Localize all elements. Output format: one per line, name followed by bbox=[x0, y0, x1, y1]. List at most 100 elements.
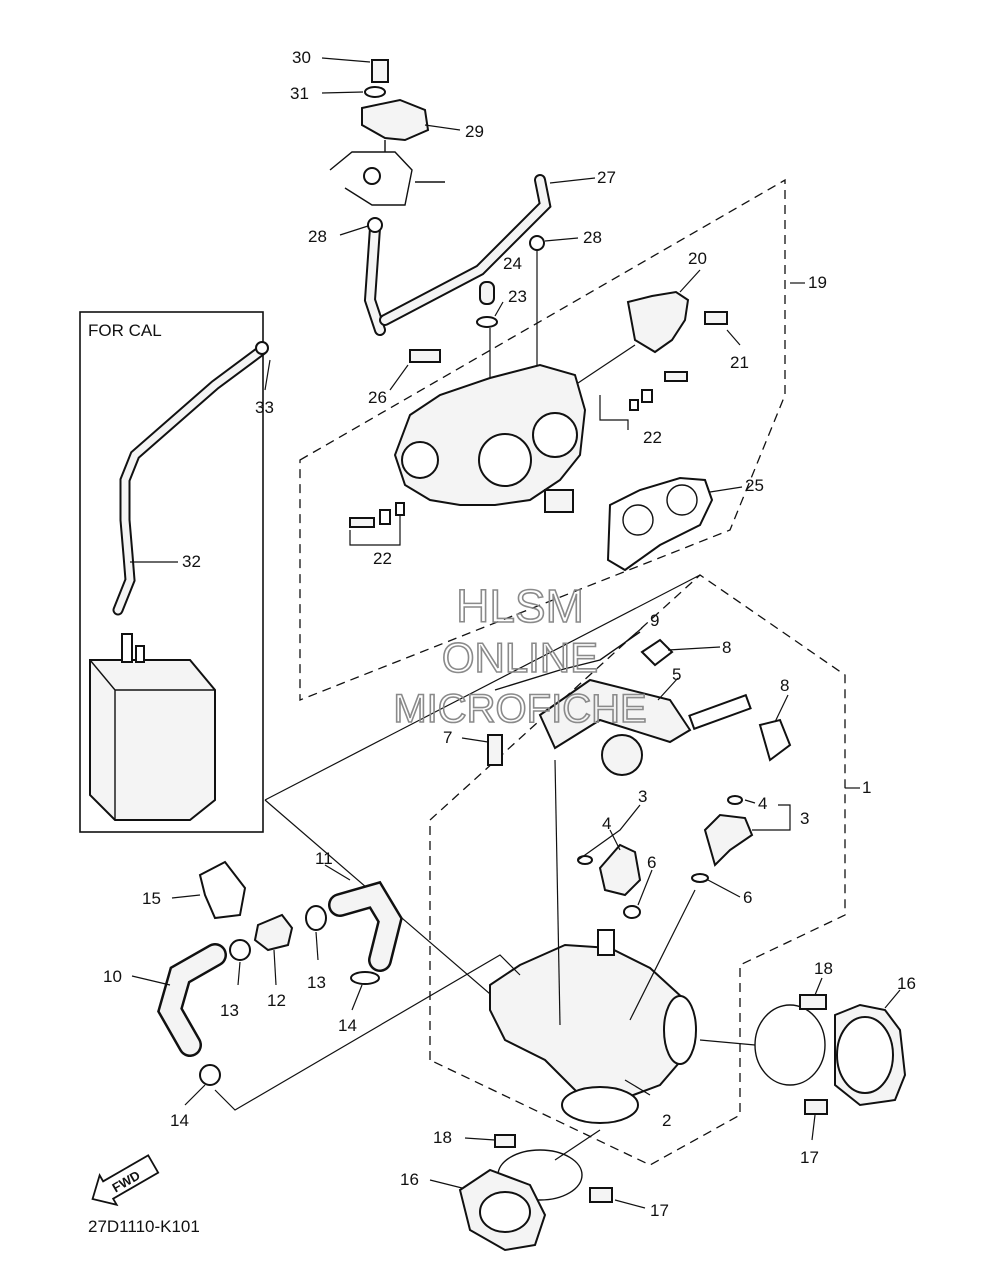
manifold-nipple bbox=[597, 929, 615, 956]
injector-oring-left-top bbox=[577, 855, 593, 865]
hose-clamp-right bbox=[754, 1004, 826, 1086]
fuel-pipe bbox=[688, 693, 752, 731]
callout-15: 15 bbox=[142, 889, 161, 908]
callout-27: 27 bbox=[597, 168, 616, 187]
cap bbox=[479, 281, 495, 305]
callout-25: 25 bbox=[745, 476, 764, 495]
watermark-line-2: ONLINE bbox=[442, 634, 598, 681]
throttle-bore-left bbox=[478, 433, 532, 487]
charcoal-canister bbox=[89, 659, 216, 821]
callout-3-left: 3 bbox=[638, 787, 647, 806]
hose-clamp-28-right bbox=[529, 235, 545, 251]
callout-18-bottom: 18 bbox=[433, 1128, 452, 1147]
fwd-arrow-icon: FWD bbox=[91, 1154, 160, 1207]
callout-17-right: 17 bbox=[800, 1148, 819, 1167]
throttle-pulley bbox=[401, 441, 439, 479]
callout-8-top: 8 bbox=[722, 638, 731, 657]
cap-13-left bbox=[229, 939, 251, 961]
callout-13-left: 13 bbox=[220, 1001, 239, 1020]
callout-33: 33 bbox=[255, 398, 274, 417]
adjust-screw-left bbox=[349, 517, 375, 528]
callout-32: 32 bbox=[182, 552, 201, 571]
callout-28-right: 28 bbox=[583, 228, 602, 247]
hose-fitting-12 bbox=[253, 913, 294, 952]
intake-pressure-sensor bbox=[361, 98, 430, 142]
callout-24: 24 bbox=[503, 254, 522, 273]
callout-16-right: 16 bbox=[897, 974, 916, 993]
hose-clip-8-right bbox=[758, 718, 792, 762]
callout-4-left: 4 bbox=[602, 814, 611, 833]
fuel-injector-left bbox=[598, 843, 642, 897]
callout-9: 9 bbox=[650, 611, 659, 630]
callout-5: 5 bbox=[672, 665, 681, 684]
callout-26: 26 bbox=[368, 388, 387, 407]
intake-manifold bbox=[489, 943, 692, 1102]
callout-2: 2 bbox=[662, 1111, 671, 1130]
inset-connector-line-2 bbox=[264, 574, 701, 801]
callout-8-right: 8 bbox=[780, 676, 789, 695]
throttle-position-sensor bbox=[626, 290, 690, 354]
injector-oring-right-bottom bbox=[691, 873, 709, 883]
callout-18-right: 18 bbox=[814, 959, 833, 978]
callout-17-bottom: 17 bbox=[650, 1201, 669, 1220]
throttle-body-screw bbox=[409, 349, 441, 363]
manifold-outlet bbox=[561, 1086, 639, 1124]
watermark-line-3: MICROFICHE bbox=[393, 687, 646, 731]
callout-29: 29 bbox=[465, 122, 484, 141]
callout-6-left: 6 bbox=[647, 853, 656, 872]
callout-14-right: 14 bbox=[338, 1016, 357, 1035]
canister-nipple bbox=[121, 633, 133, 663]
diagram-code: 27D1110-K101 bbox=[88, 1217, 200, 1236]
watermark-line-1: HLSM bbox=[456, 580, 584, 632]
inset-label: FOR CAL bbox=[88, 321, 162, 340]
joint-screw-bottom bbox=[589, 1187, 613, 1203]
fuel-injector-right bbox=[703, 813, 754, 867]
canister-hose bbox=[112, 344, 268, 616]
clip-14-left bbox=[199, 1064, 221, 1086]
tps-screw bbox=[704, 311, 728, 325]
callout-28-left: 28 bbox=[308, 227, 327, 246]
cap-13-right bbox=[305, 905, 327, 931]
joint-screw-right bbox=[804, 1099, 828, 1115]
callout-7: 7 bbox=[443, 728, 452, 747]
adjust-screw-right bbox=[664, 371, 688, 382]
injector-oring-right-top bbox=[727, 795, 743, 805]
callout-3-right: 3 bbox=[800, 809, 809, 828]
fuel-rail bbox=[538, 678, 692, 750]
callout-23: 23 bbox=[508, 287, 527, 306]
hose-clip bbox=[255, 341, 269, 355]
callout-22-right: 22 bbox=[643, 428, 662, 447]
callout-13-right: 13 bbox=[307, 973, 326, 992]
throttle-bore-right bbox=[532, 412, 578, 458]
callout-10: 10 bbox=[103, 967, 122, 986]
sensor-washer bbox=[364, 86, 386, 98]
hose-clip-8-top bbox=[640, 638, 674, 667]
clip-14-right bbox=[350, 971, 380, 985]
callout-30: 30 bbox=[292, 48, 311, 67]
rail-screw bbox=[487, 734, 503, 766]
callout-6-right: 6 bbox=[743, 888, 752, 907]
hose-clamp-28-left bbox=[367, 217, 383, 233]
throttle-body-assembly-boundary bbox=[299, 178, 786, 701]
callout-16-bottom: 16 bbox=[400, 1170, 419, 1189]
for-cal-inset-box bbox=[79, 311, 264, 833]
callout-12: 12 bbox=[267, 991, 286, 1010]
callouts: 30 31 29 27 28 28 24 23 20 19 21 26 22 2… bbox=[103, 48, 916, 1220]
injector-oring-left-bottom bbox=[623, 905, 641, 919]
hose-clip-15 bbox=[198, 860, 247, 920]
intake-assembly-boundary bbox=[429, 574, 846, 1166]
throttle-body-gasket bbox=[606, 476, 714, 572]
fuel-hose-9 bbox=[494, 631, 641, 691]
callout-14-left: 14 bbox=[170, 1111, 189, 1130]
manifold-flange bbox=[663, 995, 697, 1065]
callout-4-right: 4 bbox=[758, 794, 767, 813]
callout-22-left: 22 bbox=[373, 549, 392, 568]
callout-20: 20 bbox=[688, 249, 707, 268]
clip bbox=[476, 316, 498, 328]
sensor-bracket bbox=[329, 140, 445, 206]
pressure-regulator bbox=[601, 734, 643, 776]
callout-21: 21 bbox=[730, 353, 749, 372]
callout-11: 11 bbox=[315, 849, 333, 868]
callout-31: 31 bbox=[290, 84, 309, 103]
